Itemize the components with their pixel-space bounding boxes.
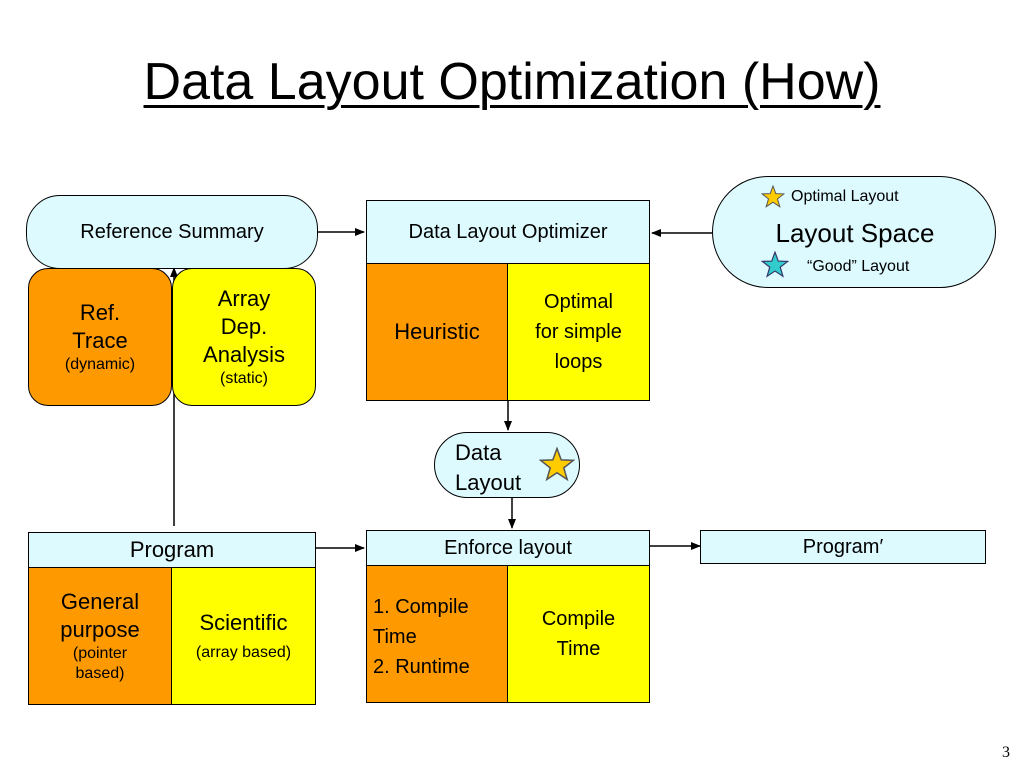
ref-trace-line1: Ref. bbox=[79, 300, 121, 325]
ref-trace-line2: Trace bbox=[72, 328, 128, 353]
optimizer-header: Data Layout Optimizer bbox=[366, 200, 650, 264]
gold-star-icon bbox=[539, 447, 575, 482]
enforce-header-label: Enforce layout bbox=[444, 537, 572, 559]
cyan-star-icon bbox=[761, 251, 789, 278]
layout-space-box: Optimal Layout Layout Space “Good” Layou… bbox=[712, 176, 996, 288]
reference-summary-box: Reference Summary bbox=[26, 195, 318, 269]
array-dep-note: (static) bbox=[220, 370, 268, 387]
enforce-header: Enforce layout bbox=[366, 530, 650, 566]
array-dep-line3: Analysis bbox=[203, 342, 285, 367]
general-note-line1: (pointer bbox=[72, 645, 128, 662]
program-prime-box: Program′ bbox=[700, 530, 986, 564]
program-prime-label: Program′ bbox=[802, 536, 884, 558]
enforce-item2: 2. Runtime bbox=[373, 656, 470, 678]
heuristic-box: Heuristic bbox=[366, 263, 508, 401]
gold-star-icon bbox=[761, 185, 785, 208]
optimal-line2: for simple bbox=[535, 321, 622, 343]
enforce-item1-line2: Time bbox=[373, 626, 417, 648]
optimal-layout-label: Optimal Layout bbox=[791, 188, 899, 205]
array-dep-line2: Dep. bbox=[220, 314, 268, 339]
compile-time-line1: Compile bbox=[541, 608, 616, 630]
general-line2: purpose bbox=[60, 617, 140, 642]
data-layout-box: Data Layout bbox=[434, 432, 580, 498]
optimal-simple-loops-box: Optimal for simple loops bbox=[507, 263, 650, 401]
scientific-label: Scientific bbox=[199, 610, 288, 635]
optimal-line3: loops bbox=[554, 351, 603, 373]
compile-time-line2: Time bbox=[556, 638, 601, 660]
general-line1: General bbox=[60, 589, 140, 614]
program-header-label: Program bbox=[129, 537, 215, 562]
optimal-line1: Optimal bbox=[544, 291, 613, 313]
array-dep-box: Array Dep. Analysis (static) bbox=[172, 268, 316, 406]
data-layout-line1: Data bbox=[455, 440, 502, 465]
general-note-line2: based) bbox=[75, 665, 125, 682]
enforce-item1-line1: 1. Compile bbox=[373, 596, 469, 618]
ref-trace-note: (dynamic) bbox=[64, 356, 136, 373]
scientific-box: Scientific (array based) bbox=[171, 567, 316, 705]
page-number: 3 bbox=[1002, 744, 1010, 761]
ref-trace-box: Ref. Trace (dynamic) bbox=[28, 268, 172, 406]
data-layout-line2: Layout bbox=[455, 470, 522, 495]
program-header: Program bbox=[28, 532, 316, 568]
general-purpose-box: General purpose (pointer based) bbox=[28, 567, 172, 705]
compile-runtime-box: 1. Compile Time 2. Runtime bbox=[366, 565, 508, 703]
heuristic-label: Heuristic bbox=[394, 319, 480, 344]
layout-space-title: Layout Space bbox=[775, 218, 935, 248]
scientific-note: (array based) bbox=[195, 644, 292, 661]
slide-title: Data Layout Optimization (How) bbox=[143, 53, 881, 111]
array-dep-line1: Array bbox=[217, 286, 271, 311]
optimizer-header-label: Data Layout Optimizer bbox=[408, 221, 608, 243]
compile-time-box: Compile Time bbox=[507, 565, 650, 703]
reference-summary-label: Reference Summary bbox=[80, 221, 264, 243]
good-layout-label: “Good” Layout bbox=[807, 258, 910, 275]
